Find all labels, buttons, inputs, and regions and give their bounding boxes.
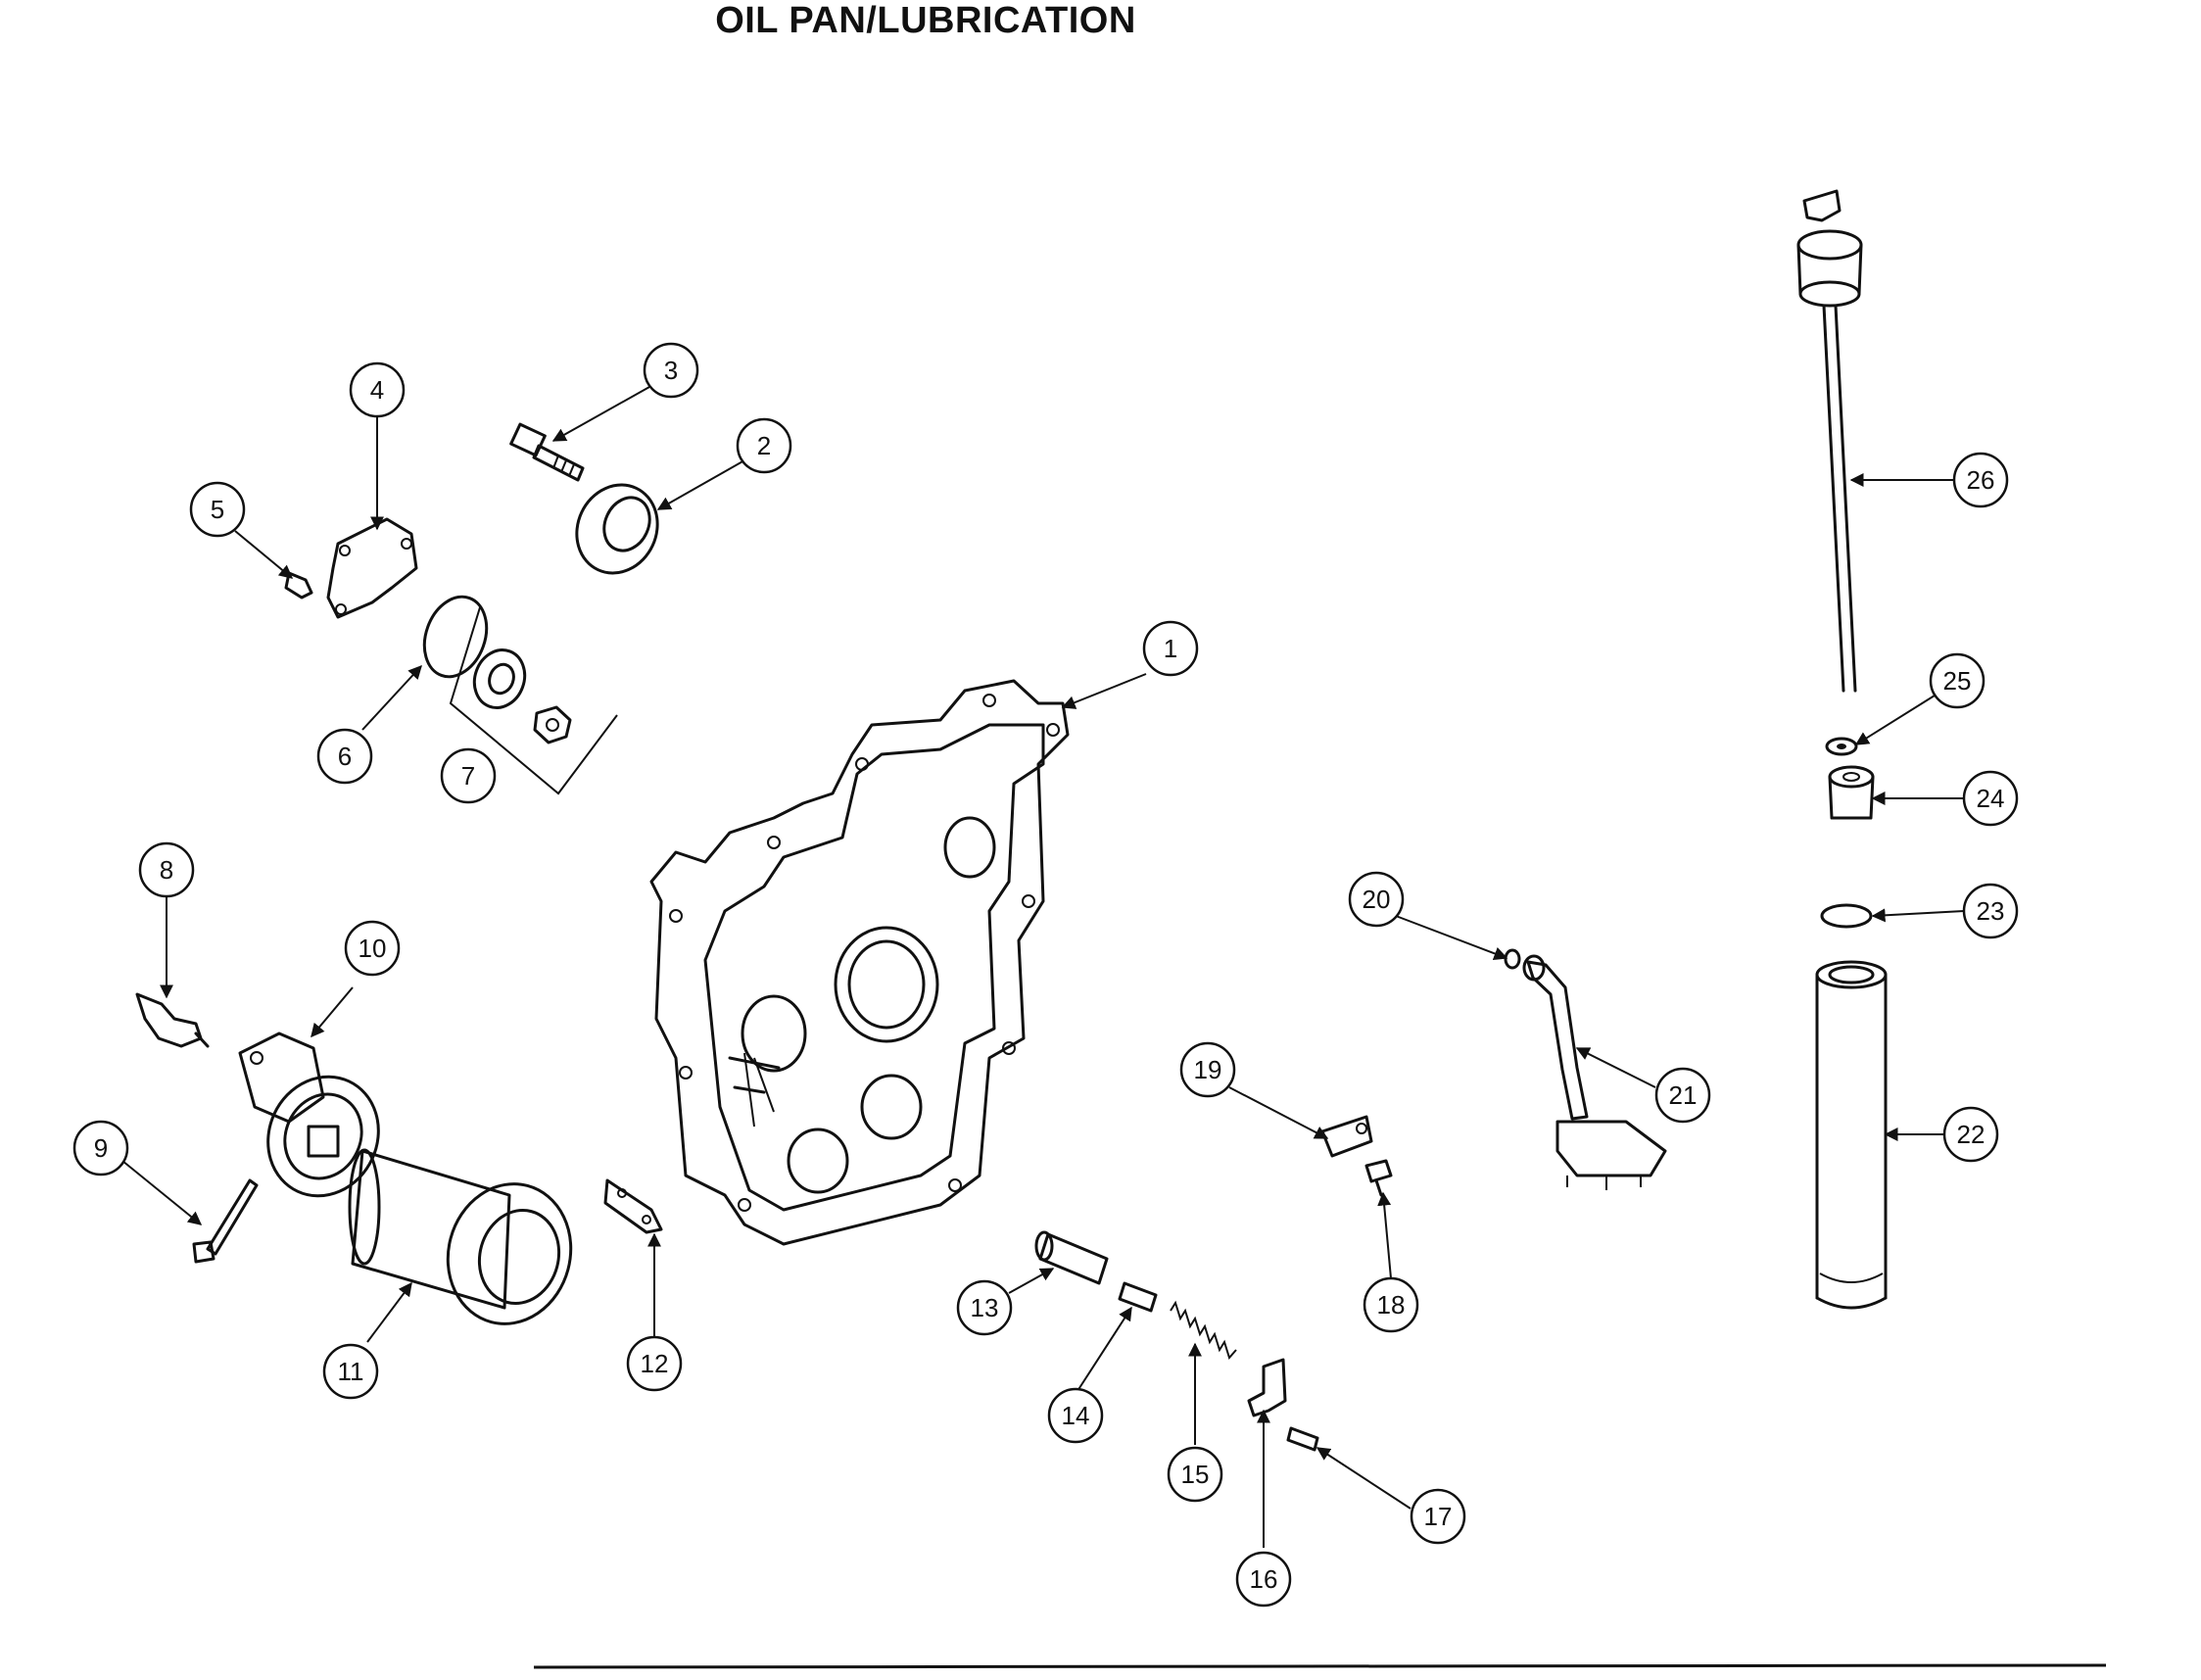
callout-19: 19 bbox=[1179, 1041, 1236, 1098]
bottom-rule bbox=[533, 1663, 2107, 1669]
part-22-dipstick-tube bbox=[1815, 960, 1888, 1310]
part-6-o-ring bbox=[422, 595, 489, 679]
callout-22: 22 bbox=[1942, 1106, 1999, 1163]
callout-7: 7 bbox=[440, 747, 497, 804]
callout-3: 3 bbox=[643, 342, 699, 399]
svg-text:25: 25 bbox=[1943, 666, 1972, 696]
part-1-oil-pan bbox=[649, 679, 1070, 1246]
part-17-screw bbox=[1286, 1426, 1319, 1452]
part-19-clip bbox=[1320, 1115, 1373, 1158]
callout-21: 21 bbox=[1654, 1067, 1711, 1124]
part-9-stud bbox=[192, 1178, 259, 1264]
part-12-gasket bbox=[603, 1178, 663, 1234]
svg-text:11: 11 bbox=[338, 1357, 364, 1386]
svg-text:16: 16 bbox=[1250, 1564, 1278, 1594]
callout-15: 15 bbox=[1167, 1446, 1223, 1503]
callout-16: 16 bbox=[1235, 1551, 1292, 1608]
part-7-gear-assembly bbox=[449, 606, 618, 795]
svg-text:15: 15 bbox=[1181, 1460, 1210, 1489]
part-24-grommet bbox=[1828, 765, 1875, 820]
callout-13: 13 bbox=[956, 1279, 1013, 1336]
svg-text:5: 5 bbox=[211, 495, 224, 524]
callout-17: 17 bbox=[1410, 1488, 1466, 1545]
callout-9: 9 bbox=[72, 1120, 129, 1176]
svg-text:7: 7 bbox=[461, 761, 475, 791]
svg-text:1: 1 bbox=[1164, 634, 1177, 663]
svg-text:20: 20 bbox=[1363, 885, 1391, 914]
svg-text:6: 6 bbox=[338, 742, 352, 771]
svg-text:10: 10 bbox=[359, 934, 387, 963]
svg-text:23: 23 bbox=[1977, 896, 2005, 926]
leader-lines bbox=[121, 386, 1965, 1548]
part-13-piston bbox=[1034, 1230, 1109, 1285]
svg-text:12: 12 bbox=[641, 1349, 669, 1378]
part-18-bolt bbox=[1364, 1159, 1393, 1197]
svg-text:9: 9 bbox=[94, 1133, 108, 1163]
part-11-oil-filter bbox=[348, 1148, 573, 1325]
diagram-title: OIL PAN/LUBRICATION bbox=[715, 0, 1136, 41]
svg-text:21: 21 bbox=[1669, 1080, 1698, 1110]
svg-text:14: 14 bbox=[1062, 1401, 1090, 1430]
callout-25: 25 bbox=[1929, 652, 1986, 709]
part-15-spring bbox=[1170, 1300, 1237, 1361]
svg-text:18: 18 bbox=[1377, 1290, 1406, 1320]
svg-text:3: 3 bbox=[664, 356, 678, 385]
svg-text:22: 22 bbox=[1957, 1120, 1986, 1149]
part-3-bolt bbox=[509, 422, 585, 482]
svg-text:4: 4 bbox=[370, 375, 384, 405]
part-10-filter-adapter bbox=[238, 1032, 380, 1198]
callout-14: 14 bbox=[1047, 1387, 1104, 1444]
callout-8: 8 bbox=[138, 841, 195, 898]
callout-2: 2 bbox=[736, 417, 792, 474]
callout-24: 24 bbox=[1962, 770, 2019, 827]
callout-5: 5 bbox=[189, 481, 246, 538]
part-25-washer bbox=[1825, 737, 1858, 756]
svg-text:2: 2 bbox=[757, 431, 771, 460]
part-2-oil-seal bbox=[575, 483, 659, 575]
callout-18: 18 bbox=[1363, 1276, 1419, 1333]
callout-10: 10 bbox=[344, 920, 401, 977]
part-14-sleeve bbox=[1118, 1281, 1158, 1313]
svg-text:17: 17 bbox=[1424, 1502, 1453, 1531]
callout-23: 23 bbox=[1962, 883, 2019, 939]
svg-text:8: 8 bbox=[160, 855, 173, 885]
callout-11: 11 bbox=[322, 1343, 379, 1400]
part-20-o-ring bbox=[1504, 948, 1521, 970]
part-4-cover-plate bbox=[326, 517, 418, 619]
svg-text:24: 24 bbox=[1977, 784, 2005, 813]
part-21-pickup-tube bbox=[1522, 954, 1667, 1190]
callout-20: 20 bbox=[1348, 871, 1405, 928]
callout-12: 12 bbox=[626, 1335, 683, 1392]
svg-text:26: 26 bbox=[1967, 465, 1995, 495]
svg-text:19: 19 bbox=[1194, 1055, 1222, 1084]
part-8-pressure-switch bbox=[135, 992, 210, 1048]
callout-4: 4 bbox=[349, 361, 406, 418]
part-26-dipstick bbox=[1796, 189, 1863, 693]
callout-26: 26 bbox=[1952, 452, 2009, 508]
part-23-o-ring bbox=[1820, 903, 1873, 929]
part-5-fitting bbox=[284, 571, 313, 600]
callout-6: 6 bbox=[316, 728, 373, 785]
callout-1: 1 bbox=[1142, 620, 1199, 677]
part-16-bracket bbox=[1247, 1358, 1287, 1417]
svg-text:13: 13 bbox=[971, 1293, 999, 1322]
